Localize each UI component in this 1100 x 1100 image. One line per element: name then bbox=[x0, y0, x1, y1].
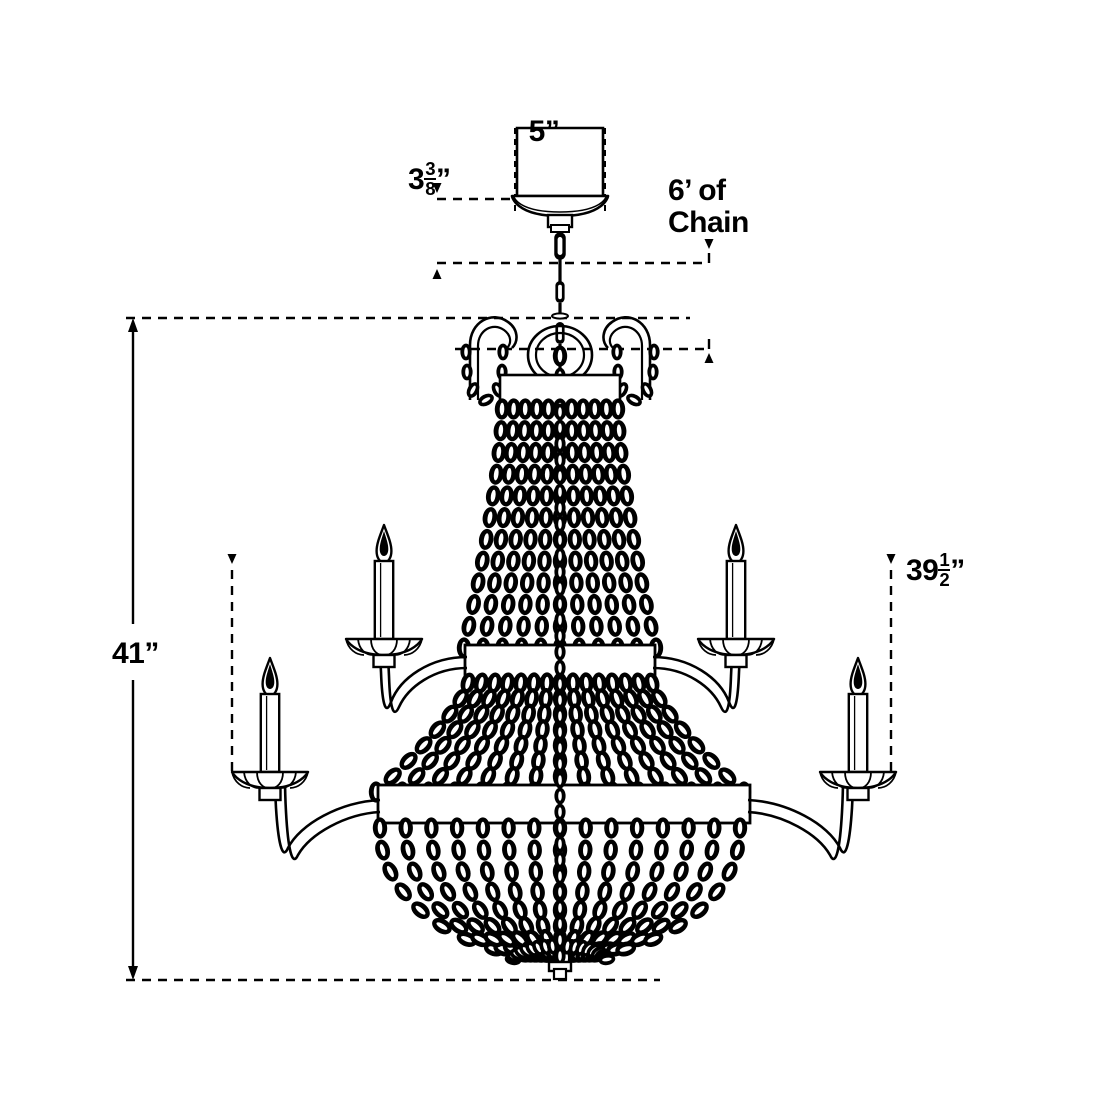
center-bead-column bbox=[554, 403, 566, 965]
arm-upper-right bbox=[652, 523, 776, 714]
bottom-finial bbox=[547, 960, 573, 981]
arm-lower-right bbox=[747, 656, 898, 861]
fixture-spread-dimension bbox=[227, 554, 896, 775]
arm-upper-left bbox=[344, 523, 468, 714]
chain-length-label: 6’ of Chain bbox=[668, 174, 749, 239]
candle-arms bbox=[230, 523, 898, 861]
canopy bbox=[510, 126, 610, 233]
canopy-height-dimension bbox=[432, 183, 705, 279]
chain-length-dimension bbox=[455, 239, 714, 363]
top-scroll-arms bbox=[460, 316, 660, 409]
fixture-height-label: 41” bbox=[112, 637, 159, 670]
arm-lower-left bbox=[230, 656, 381, 861]
canopy-width-label: 5” bbox=[528, 115, 560, 148]
fixture-height-dimension bbox=[126, 316, 690, 982]
